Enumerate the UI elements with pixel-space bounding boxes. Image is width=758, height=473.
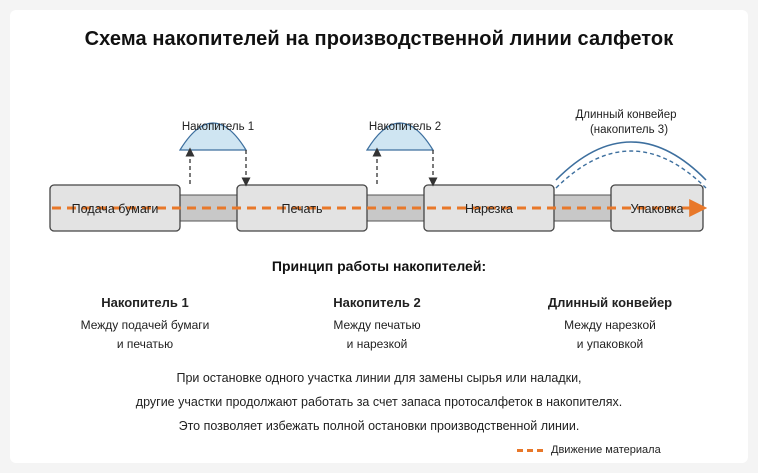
principle-column-2-line1: Между печатью (333, 318, 421, 332)
legend-flow-label: Движение материала (551, 444, 661, 456)
principle-column-2-heading: Накопитель 2 (333, 295, 421, 310)
principle-title: Принцип работы накопителей: (271, 258, 487, 274)
principle-column-1-line2: и печатью (116, 337, 174, 351)
explanation-line-1: При остановке одного участка линии для з… (176, 371, 582, 385)
accumulator-1-shape (178, 122, 248, 151)
legend-flow-swatch (517, 448, 543, 452)
accumulator-1-label: Накопитель 1 (182, 121, 254, 133)
principle-column-1-line1: Между подачей бумаги (80, 318, 210, 332)
accumulator-2-label: Накопитель 2 (369, 121, 441, 133)
principle-column-2-line2: и нарезкой (346, 337, 408, 351)
station-print-label: Печать (282, 202, 323, 216)
diagram-title: Схема накопителей на производственной ли… (84, 28, 674, 50)
principle-column-1-heading: Накопитель 1 (101, 295, 189, 310)
station-pack-label: Упаковка (631, 202, 684, 216)
explanation-line-2: другие участки продолжают работать за сч… (135, 395, 623, 409)
accumulator-2-shape (365, 122, 435, 151)
long-conveyor-inner (555, 150, 707, 189)
long-conveyor-outer (555, 141, 707, 181)
principle-column-3: Длинный конвейер Между нарезкой и упаков… (510, 295, 710, 354)
long-conveyor-label-2: (накопитель 3) (590, 124, 668, 136)
long-conveyor-label-1: Длинный конвейер (575, 109, 676, 121)
principle-column-3-heading: Длинный конвейер (547, 295, 673, 310)
explanation-line-3: Это позволяет избежать полной остановки … (178, 419, 580, 433)
principle-column-3-line1: Между нарезкой (564, 318, 656, 332)
station-cut-label: Нарезка (465, 202, 513, 216)
station-feed-label: Подача бумаги (72, 202, 159, 216)
diagram-card (10, 10, 748, 463)
principle-column-3-line2: и упаковкой (576, 337, 644, 351)
legend: Движение материала (517, 444, 661, 456)
principle-column-1: Накопитель 1 Между подачей бумаги и печа… (45, 295, 245, 354)
principle-column-2: Накопитель 2 Между печатью и нарезкой (277, 295, 477, 354)
